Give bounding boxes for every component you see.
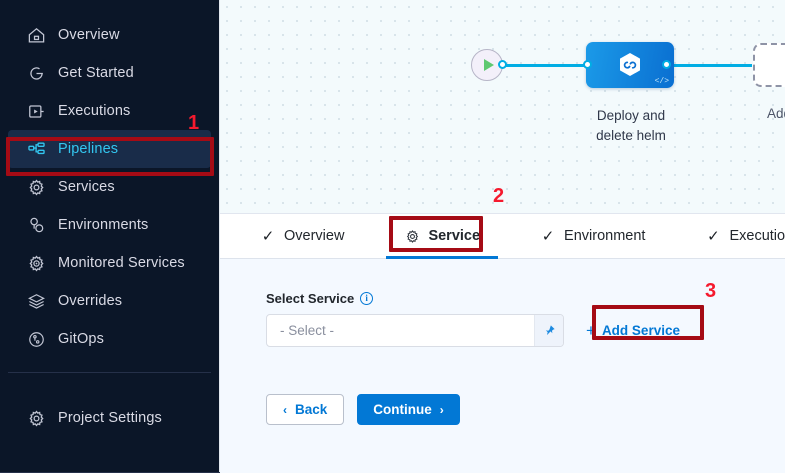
tab-overview[interactable]: ✓ Overview [242,214,362,258]
sidebar-item-overrides[interactable]: Overrides [8,282,211,320]
connector-port[interactable] [498,60,507,69]
code-icon: </> [654,77,669,86]
sidebar-item-label: Services [58,179,115,195]
select-service-label: Select Service [266,291,355,306]
sidebar-item-label: Executions [58,103,131,119]
tab-execution[interactable]: ✓ Execution [687,214,785,258]
add-stage-label: Add Stage [766,106,785,121]
sidebar: Overview Get Started Executions [0,0,220,473]
tab-label: Service [428,228,481,244]
continue-button-label: Continue [373,402,432,417]
select-service-row: - Select - + Add Service [266,314,785,347]
select-service-value: - Select - [280,323,335,338]
sidebar-item-label: Overrides [58,293,123,309]
check-icon: ✓ [261,227,275,245]
tab-service[interactable]: Service [386,214,498,259]
tab-label: Overview [284,228,345,244]
layers-icon [26,291,46,311]
get-started-icon [26,63,46,83]
check-icon: ✓ [541,227,555,245]
sidebar-item-pipelines[interactable]: Pipelines [8,130,211,168]
sidebar-item-project-settings[interactable]: Project Settings [8,399,211,437]
service-form: Select Service i - Select - + Add Servic… [220,259,785,473]
stage-node-deploy-and-delete-helm[interactable]: </> [586,42,674,88]
sidebar-item-label: Project Settings [58,410,162,426]
main-area: </> Deploy and delete helm + Add Stage ✓… [220,0,785,473]
back-button[interactable]: ‹ Back [266,394,345,425]
helm-hexagon-icon [618,52,642,78]
chevron-right-icon: › [439,402,444,417]
add-stage-button[interactable]: + [753,43,785,87]
sidebar-item-overview[interactable]: Overview [8,16,211,54]
gear-icon [26,408,46,428]
environments-icon [26,215,46,235]
stage-node-label: Deploy and delete helm [560,106,702,146]
add-service-button[interactable]: + Add Service [582,316,684,345]
add-service-label: Add Service [601,323,680,338]
pipeline-canvas[interactable]: </> Deploy and delete helm + Add Stage [220,0,785,213]
form-actions: ‹ Back Continue › [266,394,785,425]
sidebar-item-services[interactable]: Services [8,168,211,206]
sidebar-item-executions[interactable]: Executions [8,92,211,130]
sidebar-item-environments[interactable]: Environments [8,206,211,244]
gear-icon [26,177,46,197]
stage-label-line2: delete helm [596,128,666,143]
pipeline-start-node[interactable] [471,49,503,81]
connector-port[interactable] [583,60,592,69]
gitops-icon [26,329,46,349]
sidebar-item-label: GitOps [58,331,105,347]
connector-port[interactable] [662,60,671,69]
play-icon [483,59,494,71]
gear-icon [404,228,420,244]
plus-icon: + [586,321,596,340]
stage-label-line1: Deploy and [596,108,666,123]
connector-wire [502,64,588,67]
tab-label: Execution [729,228,785,244]
continue-button[interactable]: Continue › [357,394,460,425]
sidebar-item-monitored-services[interactable]: Monitored Services [8,244,211,282]
monitored-services-icon [26,253,46,273]
sidebar-item-label: Pipelines [58,141,119,157]
tab-label: Environment [564,228,646,244]
sidebar-item-label: Environments [58,217,149,233]
connector-wire [666,64,752,67]
back-button-label: Back [295,402,328,417]
sidebar-item-get-started[interactable]: Get Started [8,54,211,92]
sidebar-item-label: Overview [58,27,120,43]
tab-environment[interactable]: ✓ Environment [522,214,663,258]
pipeline-tabs: ✓ Overview Service ✓ Environment ✓ Execu… [220,213,785,259]
sidebar-item-gitops[interactable]: GitOps [8,320,211,358]
check-icon: ✓ [707,227,720,245]
chevron-left-icon: ‹ [283,402,287,417]
info-icon[interactable]: i [360,292,374,305]
executions-icon [26,101,46,121]
select-service-label-row: Select Service i [266,291,785,306]
pin-icon[interactable] [534,315,563,346]
sidebar-item-label: Get Started [58,65,134,81]
select-service-dropdown[interactable]: - Select - [266,314,564,347]
sidebar-divider [8,372,211,373]
home-icon [26,25,46,45]
sidebar-item-label: Monitored Services [58,255,185,271]
pipelines-icon [26,139,46,159]
